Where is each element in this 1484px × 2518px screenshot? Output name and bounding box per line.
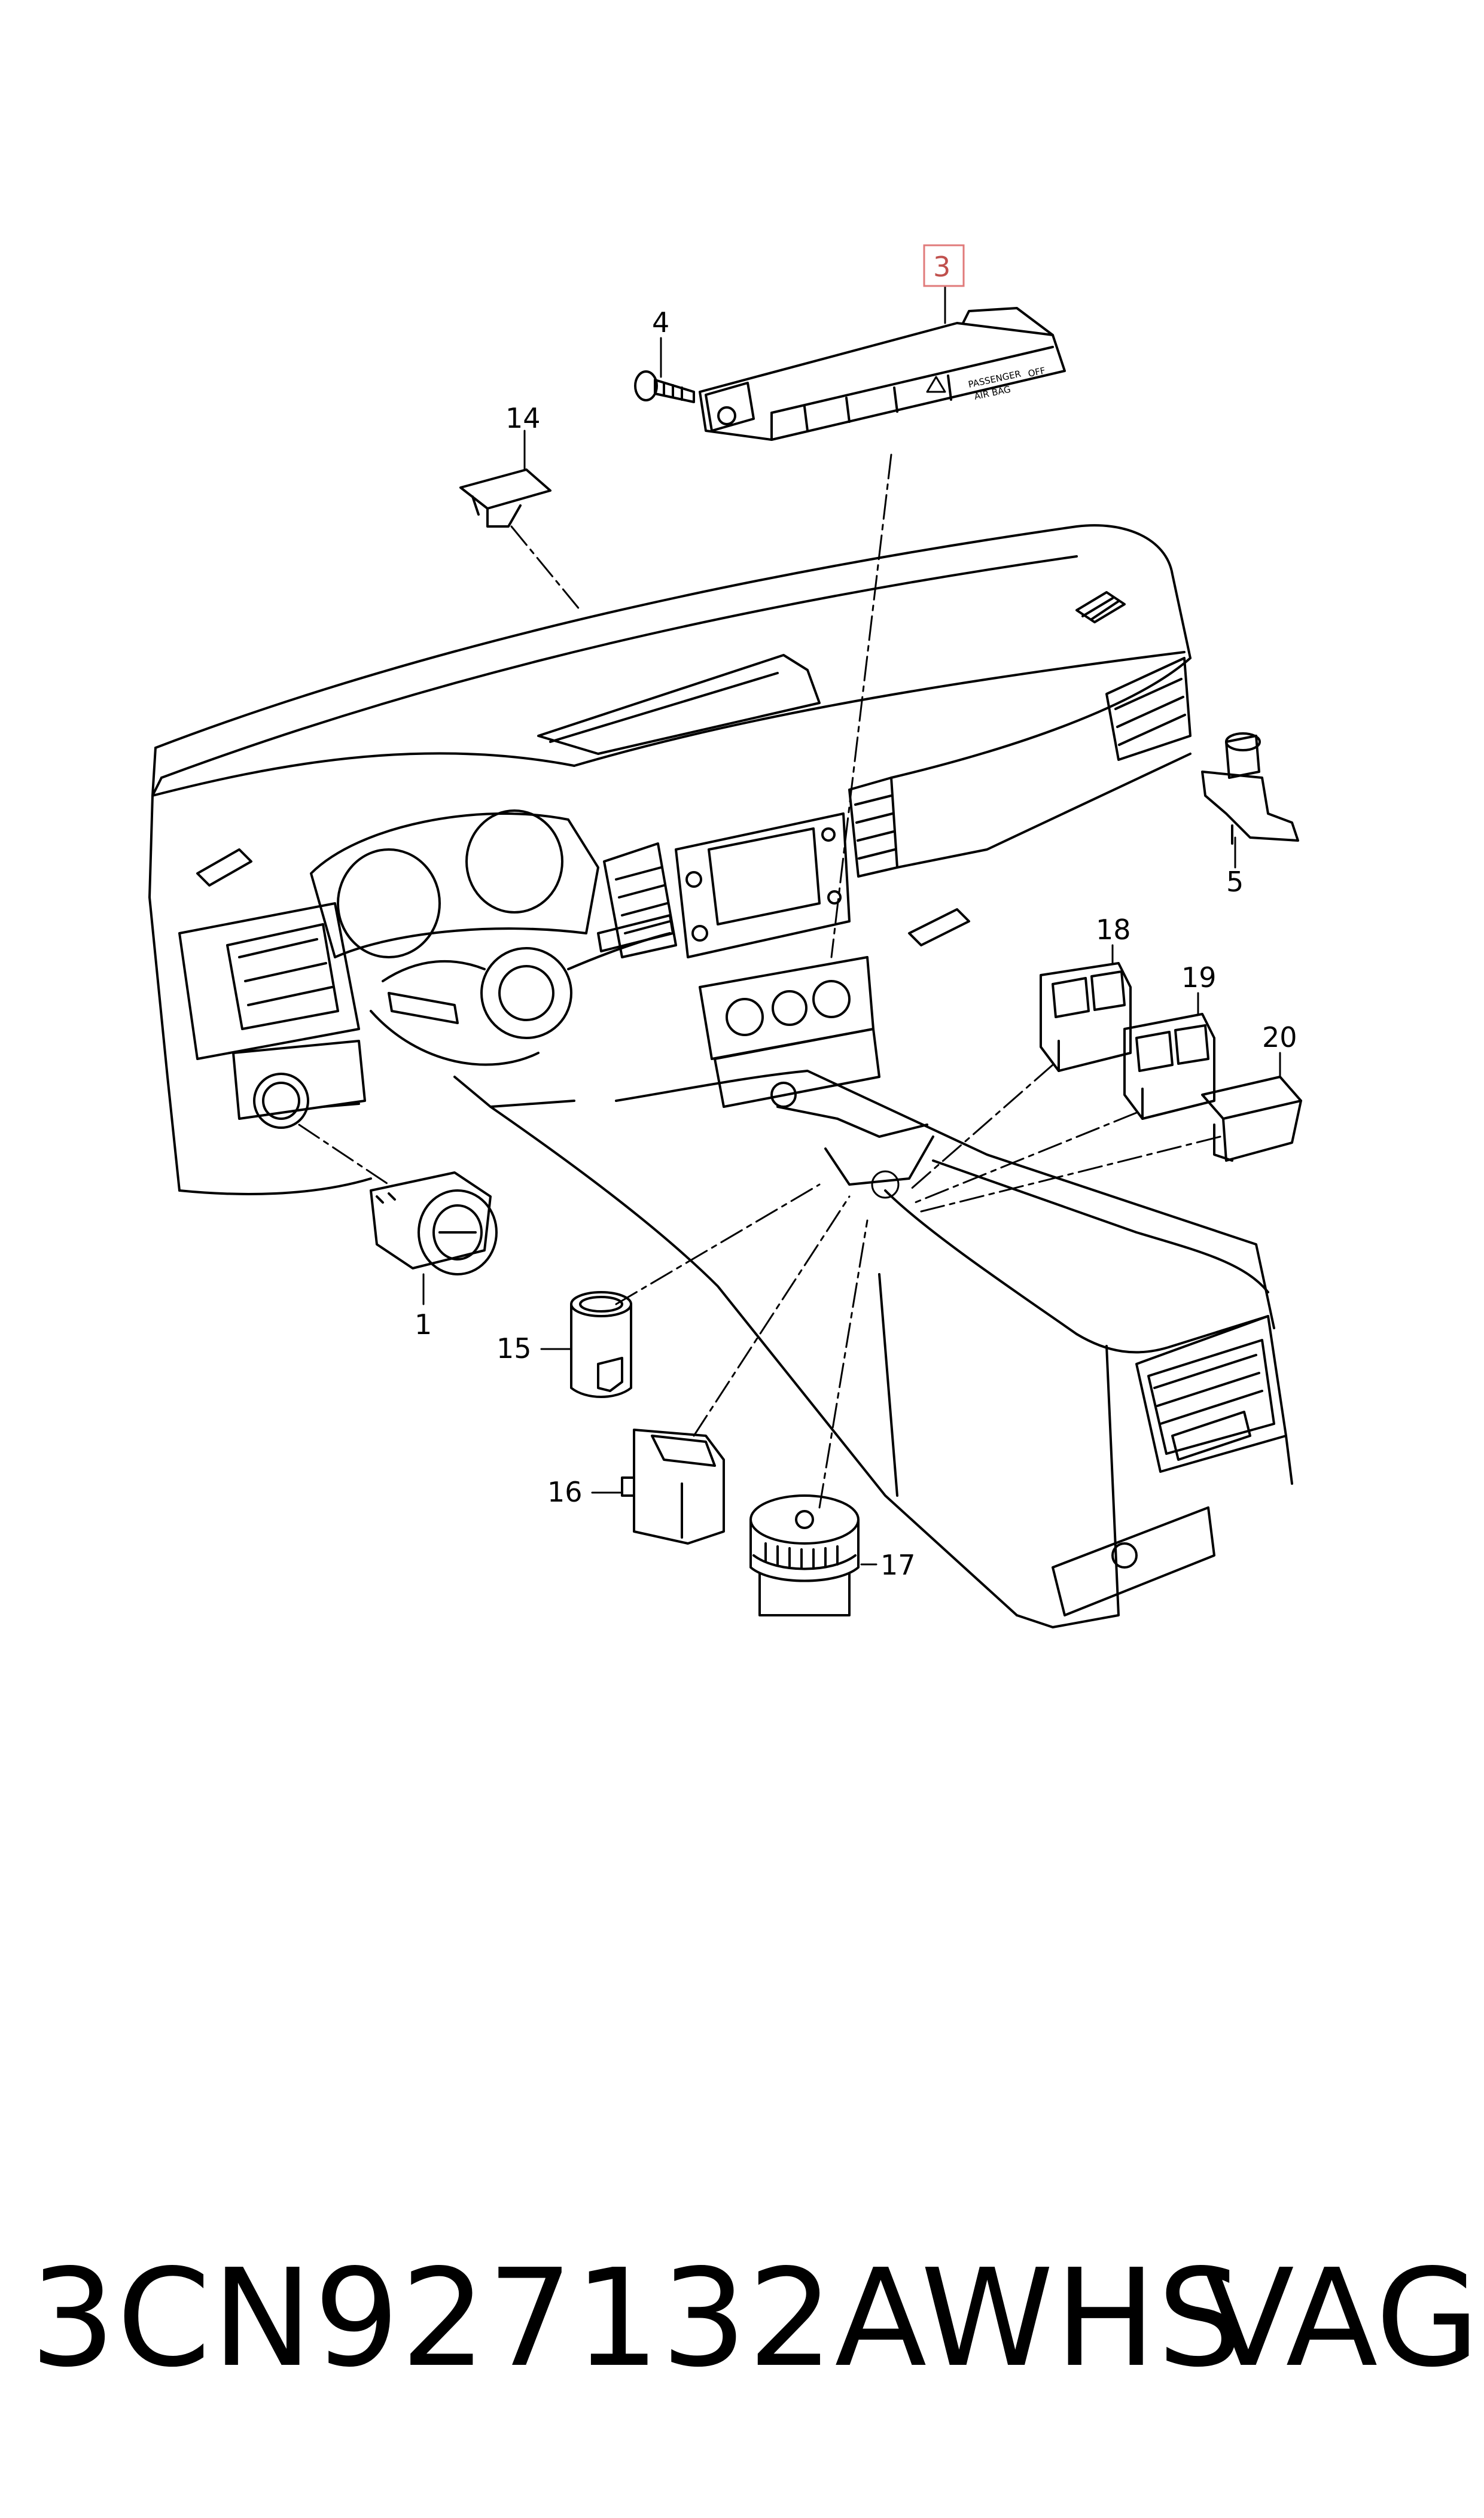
panel-off-label: OFF	[1027, 365, 1046, 379]
highlight-box-3	[923, 244, 965, 287]
brand-label: VAG	[1202, 2240, 1480, 2397]
part-3-switch-panel	[699, 307, 1066, 441]
part-20-blank-cover	[1201, 1076, 1302, 1162]
part-19-switch	[1123, 1013, 1215, 1120]
callout-4: 4	[652, 306, 669, 339]
leader-lines	[298, 453, 1221, 1509]
part-number: 3CN927132AWHS	[30, 2240, 1244, 2397]
callout-19: 19	[1181, 961, 1217, 994]
part-15-start-button	[570, 1291, 632, 1398]
callout-20: 20	[1262, 1021, 1297, 1054]
hazard-triangle-icon	[926, 376, 946, 393]
callout-18: 18	[1096, 914, 1131, 946]
part-1-light-switch	[370, 1171, 498, 1275]
callout-5: 5	[1226, 866, 1244, 898]
part-17-rotary-knob	[749, 1494, 860, 1616]
part-16-switch	[621, 1429, 725, 1545]
callout-3: 3	[933, 251, 950, 283]
part-14-cover	[459, 468, 551, 528]
part-4-screw	[634, 370, 695, 403]
callout-16: 16	[547, 1476, 583, 1508]
dashboard-outline	[148, 524, 1293, 1628]
callout-15: 15	[496, 1332, 532, 1365]
callout-17: 17	[880, 1549, 916, 1581]
callout-ticks	[422, 286, 1281, 1566]
callout-1: 1	[415, 1308, 432, 1341]
part-18-switch	[1040, 962, 1132, 1072]
callout-14: 14	[505, 402, 541, 434]
part-5-sensor	[1201, 732, 1299, 845]
